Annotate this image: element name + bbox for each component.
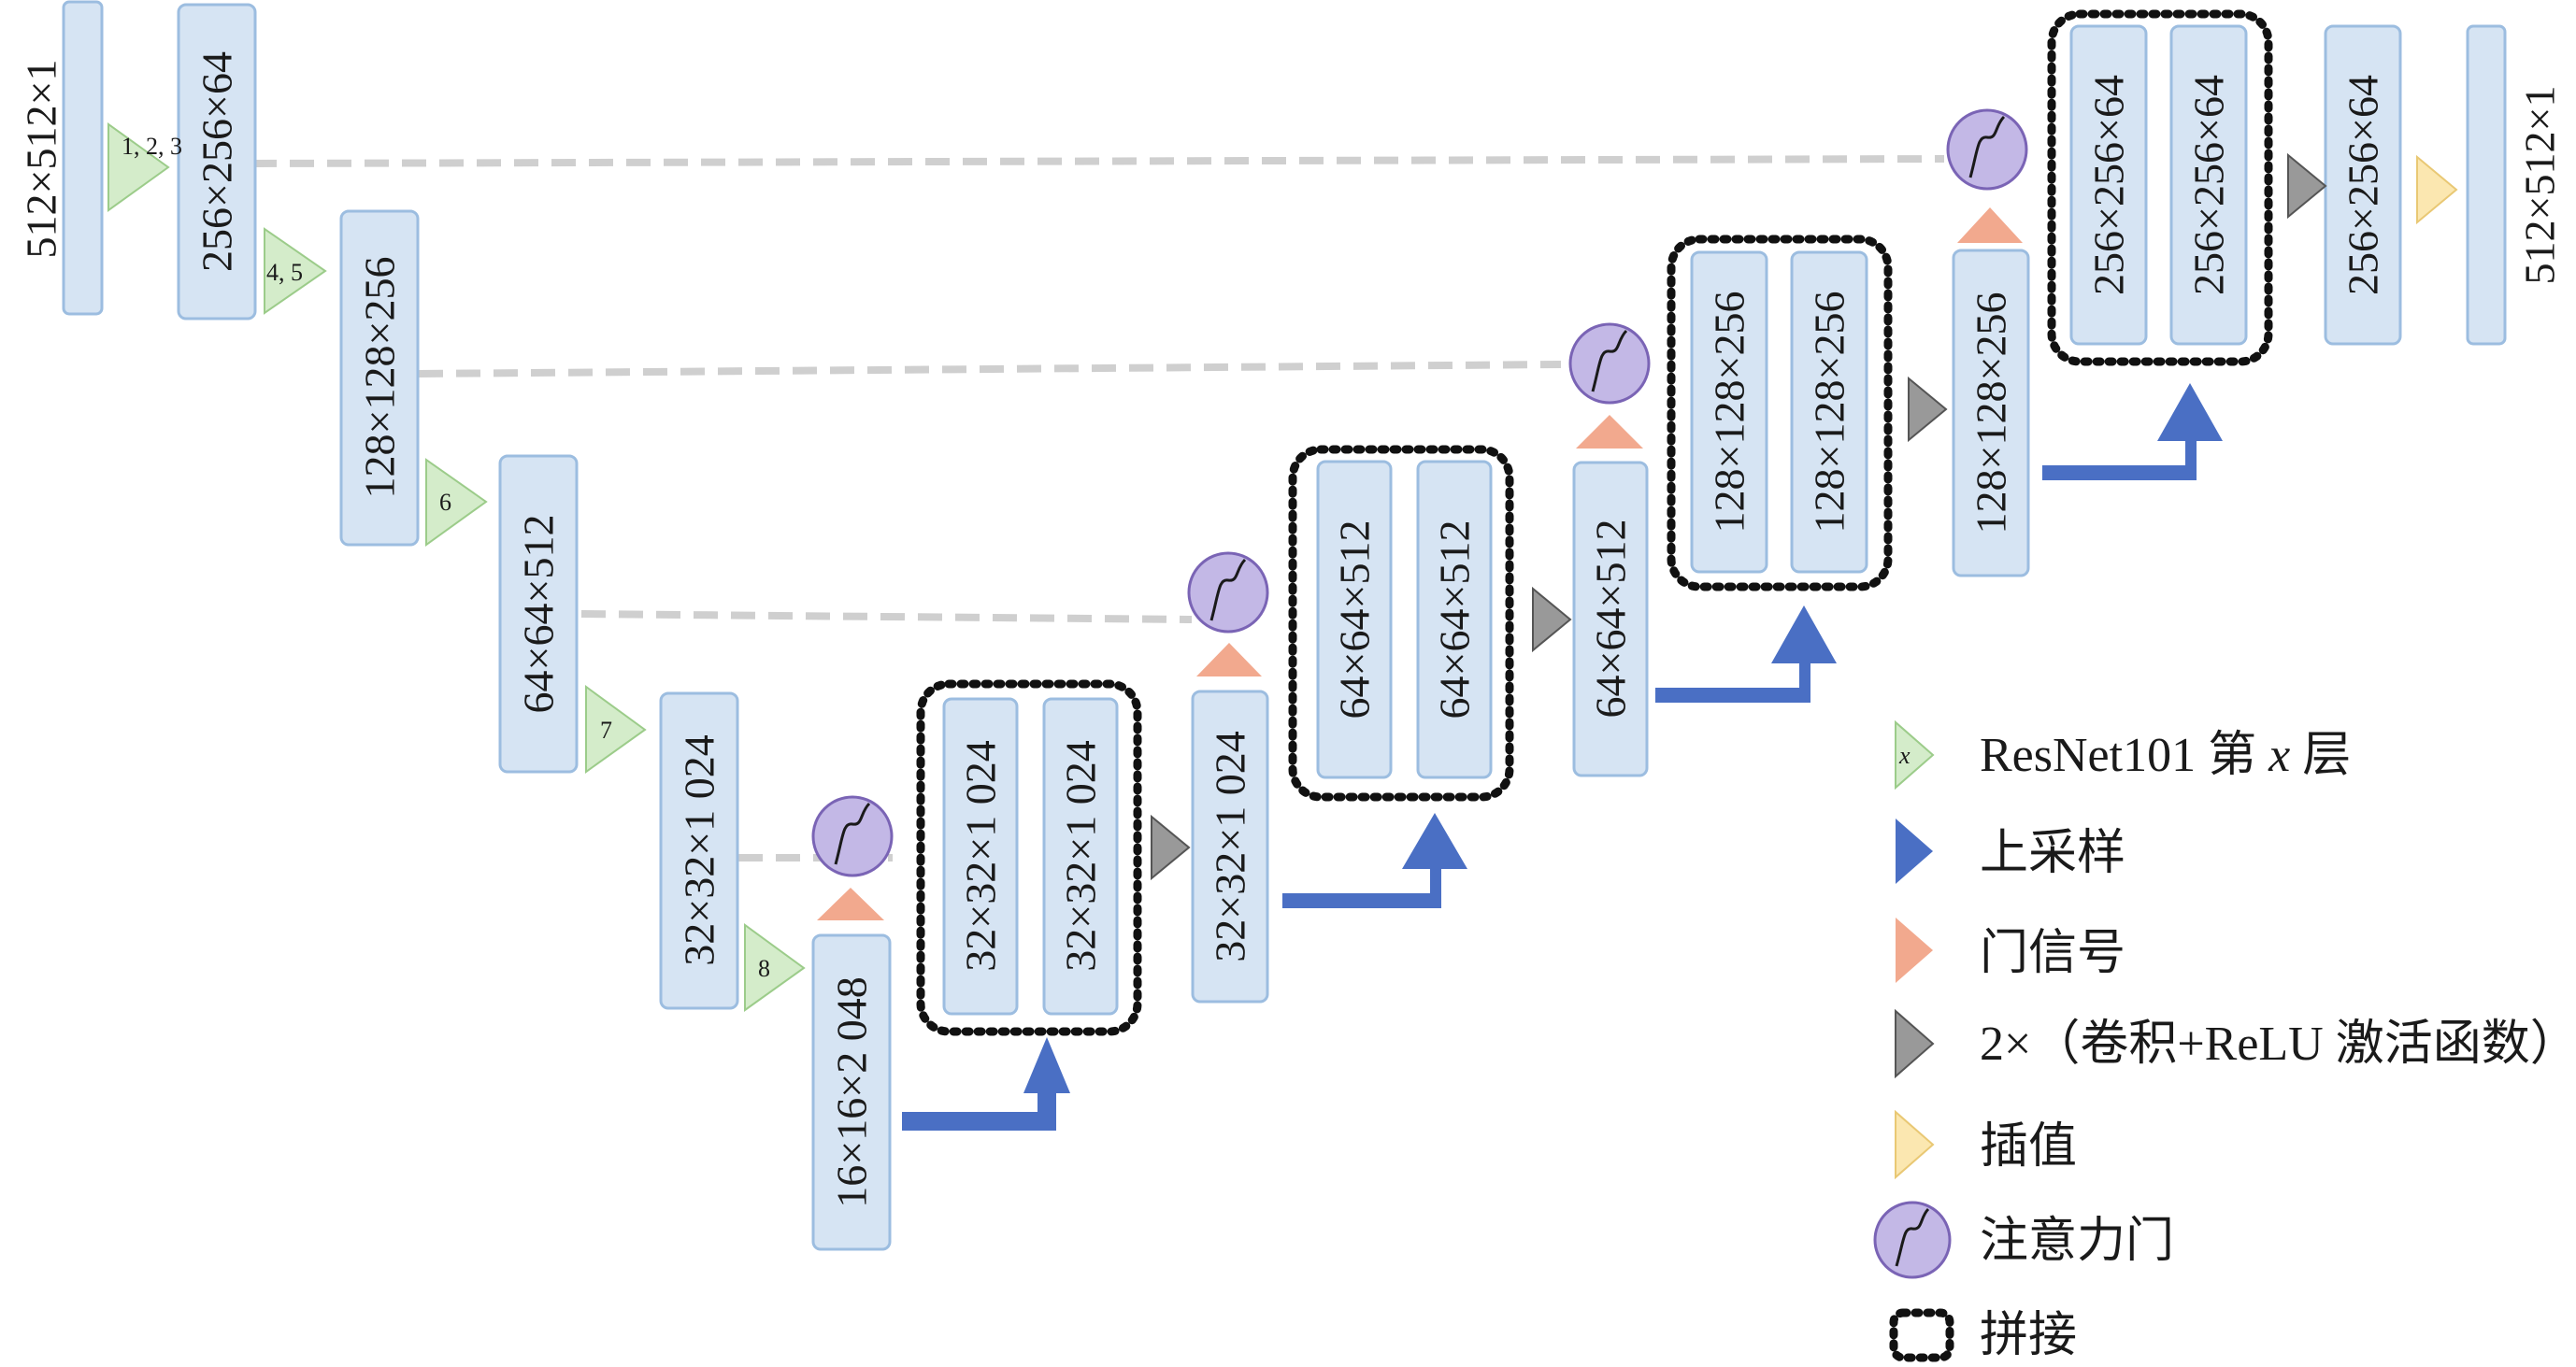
fm-bottleneck: 16×16×2 048	[811, 933, 892, 1251]
attention-gate-3	[1187, 551, 1269, 634]
resnet-layer-8: 8	[744, 923, 806, 1012]
conv-block-1	[2287, 152, 2327, 220]
legend-concat: 拼接	[1889, 1308, 2077, 1362]
fm-cat2a-label: 128×128×256	[1706, 292, 1753, 534]
fm-enc1: 256×256×64	[177, 3, 257, 320]
fm-dec1: 256×256×64	[2324, 24, 2402, 346]
conv-block-4	[1151, 814, 1191, 881]
legend-interp-label: 插值	[1980, 1120, 2077, 1174]
fm-enc4-label: 32×32×1 024	[676, 734, 723, 965]
gate-signal-2	[1576, 415, 1643, 449]
legend-conv-label: 2×（卷积+ReLU 激活函数）	[1980, 1018, 2576, 1071]
legend-attention-gate: 注意力门	[1873, 1201, 2174, 1279]
skip-connection-3	[580, 610, 1193, 623]
upsample-arrow-1	[2042, 383, 2223, 480]
gate-signal-4	[817, 888, 884, 920]
fm-enc3-label: 64×64×512	[515, 515, 563, 714]
fm-dec2-label: 128×128×256	[1968, 292, 2015, 534]
upsample-icon	[1896, 819, 1933, 884]
fm-cat3b-label: 64×64×512	[1431, 520, 1479, 719]
skip-connection-2	[418, 361, 1562, 377]
fm-bottleneck-label: 16×16×2 048	[828, 976, 876, 1207]
concat-box-3	[1288, 445, 1514, 802]
fm-cat2b: 128×128×256	[1790, 250, 1868, 574]
fm-cat4a-label: 32×32×1 024	[957, 740, 1005, 971]
upsample-arrow-2	[1655, 605, 1837, 703]
resnet-layer-7: 7	[585, 685, 647, 774]
fm-dec3-label: 64×64×512	[1587, 520, 1635, 719]
attention-gate-icon	[1873, 1201, 1952, 1279]
legend-resnet-symbol: x	[1898, 742, 1911, 769]
fm-cat3b: 64×64×512	[1416, 460, 1493, 779]
resnet-layer-1-3-label: 1, 2, 3	[122, 133, 182, 160]
fm-output-label: 512×512×1	[2516, 86, 2564, 285]
interp-icon	[1895, 1109, 1935, 1180]
gate-signal-icon	[1896, 918, 1933, 983]
legend-upsample-label: 上采样	[1980, 827, 2125, 880]
fm-cat1b: 256×256×64	[2169, 24, 2248, 346]
fm-enc4: 32×32×1 024	[659, 691, 739, 1010]
fm-cat2a: 128×128×256	[1690, 250, 1768, 574]
fm-cat1a-label: 256×256×64	[2085, 75, 2133, 295]
legend-interp: 插值	[1895, 1109, 2077, 1180]
concat-icon	[1889, 1308, 1954, 1362]
attention-gate-4	[811, 795, 894, 877]
fm-enc3: 64×64×512	[498, 454, 579, 774]
gate-signal-3	[1196, 643, 1262, 676]
upsample-arrow-4	[902, 1037, 1070, 1131]
fm-enc2: 128×128×256	[339, 209, 420, 547]
fm-dec4: 32×32×1 024	[1191, 690, 1269, 1004]
fm-cat2b-label: 128×128×256	[1806, 292, 1853, 534]
legend: x ResNet101 第 x 层 上采样 门信号 2×（卷积+ReLU 激活函…	[1873, 719, 2576, 1362]
fm-dec4-label: 32×32×1 024	[1207, 731, 1254, 961]
legend-upsample: 上采样	[1896, 819, 2125, 884]
legend-gate-signal-label: 门信号	[1980, 927, 2125, 980]
resnet-layer-7-label: 7	[600, 717, 612, 744]
conv-block-3	[1532, 586, 1572, 653]
fm-cat4a: 32×32×1 024	[942, 697, 1019, 1016]
fm-cat1a: 256×256×64	[2069, 24, 2148, 346]
concat-box-4	[916, 679, 1142, 1036]
conv-icon	[1895, 1008, 1935, 1079]
interp-triangle	[2416, 154, 2458, 225]
upsample-arrow-3	[1282, 813, 1467, 908]
fm-dec1-label: 256×256×64	[2340, 75, 2387, 295]
attention-gate-1	[1946, 108, 2028, 191]
fm-input-label: 512×512×1	[18, 60, 65, 259]
gate-signal-1	[1957, 207, 2023, 243]
legend-gate-signal: 门信号	[1896, 918, 2125, 983]
legend-conv: 2×（卷积+ReLU 激活函数）	[1895, 1008, 2576, 1079]
resnet-layer-6-label: 6	[439, 489, 451, 516]
fm-cat4b: 32×32×1 024	[1042, 697, 1119, 1016]
legend-concat-label: 拼接	[1980, 1309, 2077, 1362]
resnet-layer-6: 6	[425, 458, 488, 547]
fm-cat3a-label: 64×64×512	[1331, 520, 1379, 719]
fm-dec2: 128×128×256	[1952, 249, 2030, 577]
fm-dec3: 64×64×512	[1572, 461, 1649, 777]
resnet-layer-8-label: 8	[758, 955, 770, 982]
attention-gate-2	[1568, 322, 1651, 405]
legend-resnet: x ResNet101 第 x 层	[1895, 719, 2351, 790]
fm-output: 512×512×1	[2466, 24, 2564, 346]
skip-connection-1	[251, 155, 1945, 167]
legend-resnet-label: ResNet101 第 x 层	[1980, 729, 2351, 782]
resnet-layer-4-5-label: 4, 5	[266, 259, 303, 286]
legend-attention-gate-label: 注意力门	[1980, 1215, 2174, 1268]
conv-block-2	[1908, 376, 1948, 443]
concat-box-1	[2047, 9, 2273, 366]
fm-enc1-label: 256×256×64	[193, 51, 241, 272]
resnet-layer-4-5: 4, 5	[264, 227, 327, 315]
resnet-layer-1-3: 1, 2, 3	[107, 122, 182, 212]
fm-input: 512×512×1	[18, 0, 104, 316]
concat-box-2	[1667, 235, 1893, 591]
fm-enc2-label: 128×128×256	[356, 257, 404, 499]
fm-cat1b-label: 256×256×64	[2185, 75, 2233, 295]
fm-cat4b-label: 32×32×1 024	[1057, 740, 1105, 971]
fm-cat3a: 64×64×512	[1316, 460, 1393, 779]
